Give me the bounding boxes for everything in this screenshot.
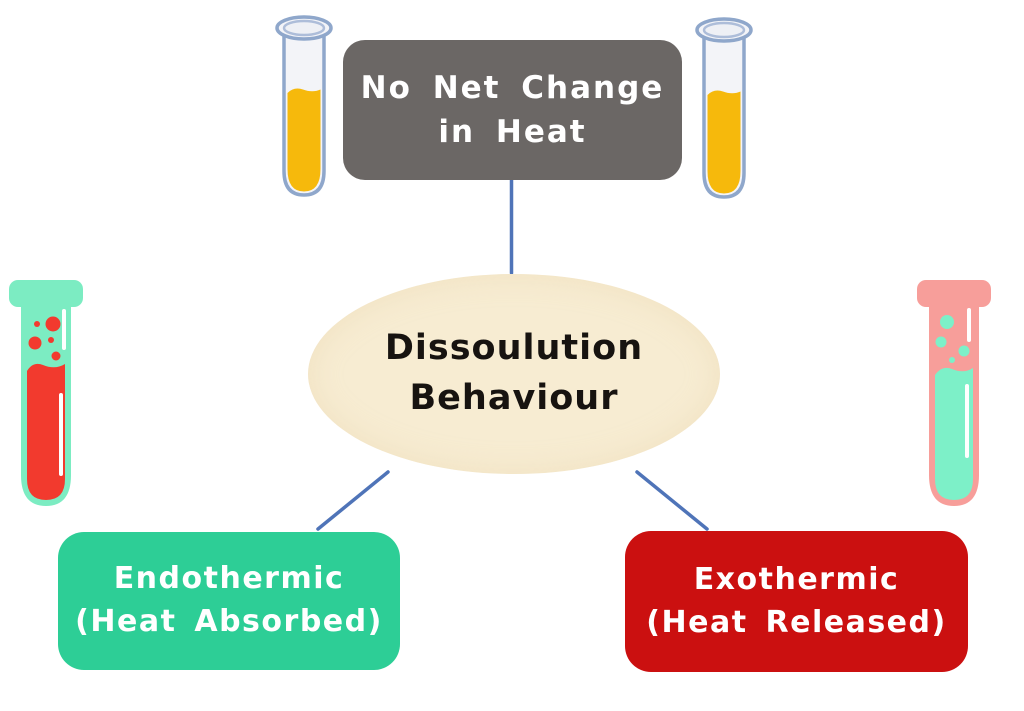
connector-left [316,470,390,531]
pink-test-tube-green-liquid-icon [917,280,991,506]
red-liquid [27,363,65,500]
exothermic-line2: (Heat Released) [646,604,947,640]
bubble [34,321,40,327]
dissolution-behaviour-ellipse: Dissoulution Behaviour [308,274,720,474]
yellow-liquid [707,90,741,194]
bubble [48,337,54,343]
glass-test-tube-yellow-right-icon [695,17,753,199]
bubble [940,315,954,329]
endothermic-line1: Endothermic [113,561,345,597]
center-title-line2: Behaviour [409,378,619,418]
connector-right [635,470,709,531]
bubble [45,316,61,332]
bubble [28,336,42,350]
yellow-liquid [287,88,321,192]
green-liquid [935,367,973,500]
bubble [958,345,970,357]
bubble [51,351,61,361]
bubble [949,357,955,363]
bubble [935,336,947,348]
no-net-change-line1: No Net Change [360,69,665,106]
endothermic-box: Endothermic (Heat Absorbed) [58,532,400,670]
endothermic-line2: (Heat Absorbed) [75,604,383,639]
exothermic-box: Exothermic (Heat Released) [625,531,968,672]
no-net-change-line2: in Heat [438,114,587,150]
center-title-line1: Dissoulution [384,328,644,369]
exothermic-line1: Exothermic [693,561,900,597]
glass-tube-rim-inner [702,21,746,39]
glass-test-tube-yellow-left-icon [275,15,333,197]
teal-test-tube-red-liquid-icon [9,280,83,506]
no-net-change-box: No Net Change in Heat [343,40,682,180]
glass-tube-rim-inner [282,19,326,37]
